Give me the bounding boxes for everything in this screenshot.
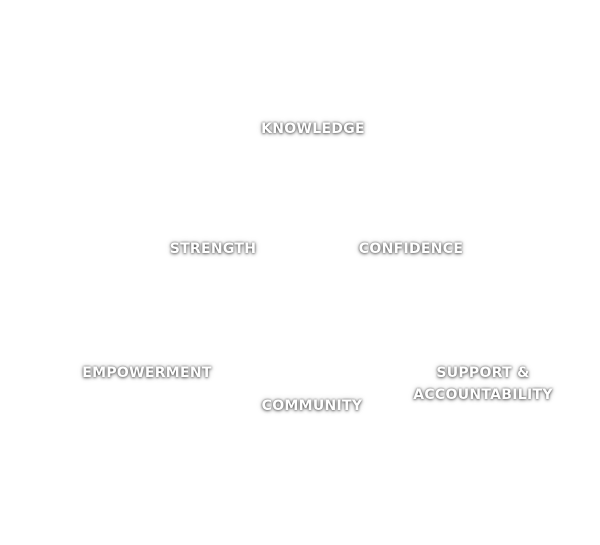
label-support-line1: SUPPORT &: [436, 365, 530, 381]
label-community: COMMUNITY: [261, 398, 363, 414]
label-support-line2: ACCOUNTABILITY: [413, 387, 553, 403]
label-knowledge: KNOWLEDGE: [261, 121, 365, 137]
label-empowerment: EMPOWERMENT: [82, 365, 212, 381]
label-support-accountability: SUPPORT & ACCOUNTABILITY: [402, 362, 564, 406]
label-confidence: CONFIDENCE: [358, 241, 464, 257]
label-strength: STRENGTH: [169, 241, 257, 257]
